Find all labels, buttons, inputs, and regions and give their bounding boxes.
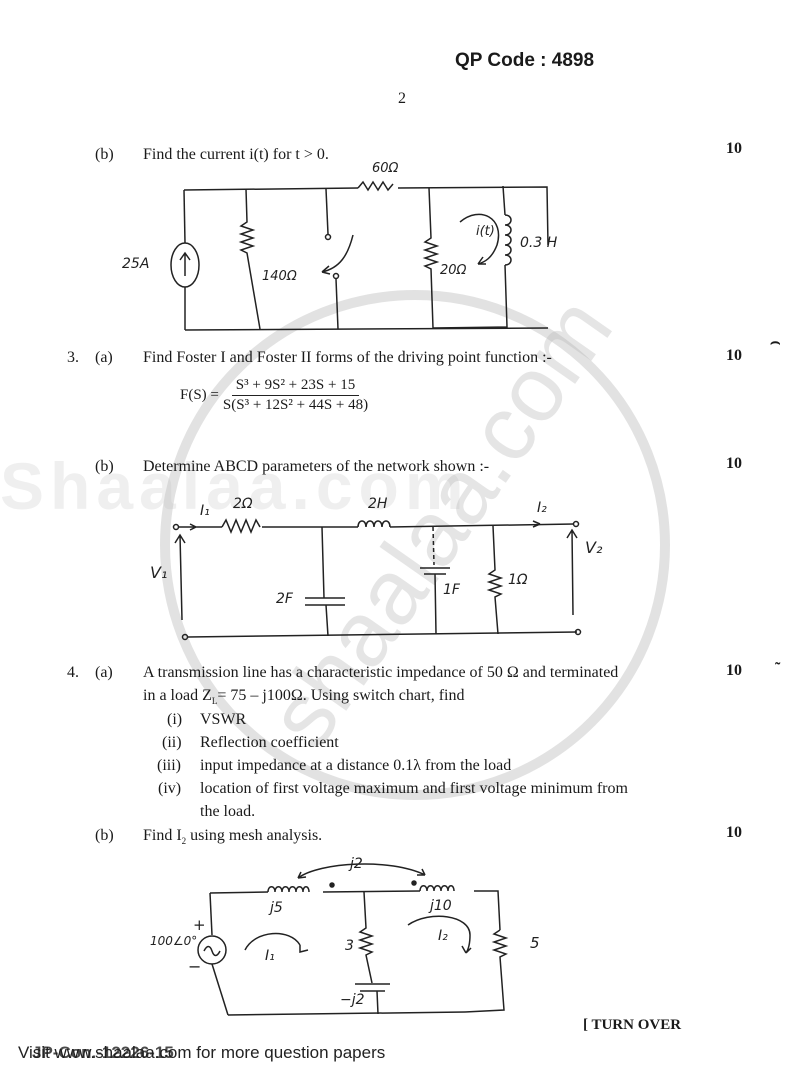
subitem-text: the load. [200,803,256,820]
question-text: Find Foster I and Foster II forms of the… [143,349,552,366]
footer-link[interactable]: Visit www.shaalaa.com for more question … [18,1043,386,1062]
driving-point-function: F(S) = S³ + 9S² + 23S + 15 S(S³ + 12S² +… [180,377,368,414]
load-label: in a load Z [143,687,212,704]
question-part: (a) [95,349,113,366]
question-part: (b) [95,146,114,163]
watermark-circle [160,290,670,800]
label-l1: 2H [368,496,388,512]
equation-lhs: F(S) = [180,387,219,403]
question-text-line1: A transmission line has a characteristic… [143,664,619,681]
question-part: (a) [95,664,113,681]
label-i1: I₁ [265,948,275,964]
label-r1: 140Ω [262,269,297,284]
subitem-text: input impedance at a distance 0.1λ from … [200,757,512,774]
label-plus: + [193,916,206,934]
label-source: 100∠0° [150,934,197,948]
load-subscript: L [211,696,218,707]
question-part: (b) [95,458,114,475]
question-number: 3. [67,349,79,366]
label-i2: I₂ [438,928,448,944]
label-r-right: 5 [530,934,540,952]
text-pre: Find I [143,827,182,844]
label-current: i(t) [476,224,495,239]
label-r2: 1Ω [508,572,528,588]
label-r2: 20Ω [440,263,467,278]
subitem-label: (iv) [158,780,182,797]
equation-denominator: S(S³ + 12S² + 44S + 48) [222,397,369,413]
question-text: Find the current i(t) for t > 0. [143,146,329,163]
label-source: 25A [122,256,149,272]
subitem-text: Reflection coefficient [200,734,339,751]
load-rest: = 75 – j100Ω. Using switch chart, find [217,687,465,704]
question-number: 4. [67,664,79,681]
label-v1: V₁ [150,563,167,582]
question-text: Determine ABCD parameters of the network… [143,458,490,475]
label-r-series: 60Ω [372,161,399,176]
label-l2: j10 [428,898,452,914]
qp-code: QP Code : 4898 [455,50,595,71]
question-marks: 10 [726,455,742,472]
label-minus: − [188,957,201,976]
equation-numerator: S³ + 9S² + 23S + 15 [231,377,360,396]
label-inductor: 0.3 H [520,235,558,251]
edge-mark: ⌢ [770,334,781,351]
label-v2: V₂ [585,538,603,557]
label-mutual: j2 [348,856,363,872]
edge-mark: ˜ [775,660,781,677]
question-text: Find I2 using mesh analysis. [143,827,322,846]
subitem-text: VSWR [200,711,247,728]
label-i2: I₂ [537,500,547,516]
label-r1: 2Ω [233,496,253,512]
question-marks: 10 [726,662,742,679]
text-sub: 2 [181,836,187,847]
label-r-mid: 3 [345,938,354,954]
subitem-label: (iii) [157,757,181,774]
subitem-label: (i) [167,711,183,728]
text-post: using mesh analysis. [186,827,323,844]
subitem-text: location of first voltage maximum and fi… [200,780,628,797]
question-marks: 10 [726,824,742,841]
label-l1: j5 [268,900,283,916]
footer-overprint: JP-Con.-12226-15 [32,1043,174,1062]
label-c2: 1F [443,582,461,598]
question-marks: 10 [726,140,742,157]
turn-over-label: [ TURN OVER [583,1017,682,1033]
label-c1: 2F [276,591,294,607]
question-marks: 10 [726,347,742,364]
subitem-label: (ii) [162,734,182,751]
question-part: (b) [95,827,114,844]
question-text-line2: in a load ZL= 75 – j100Ω. Using switch c… [143,687,464,706]
page-number: 2 [398,90,406,107]
label-i1: I₁ [200,503,210,519]
label-c-mid: −j2 [340,992,365,1008]
